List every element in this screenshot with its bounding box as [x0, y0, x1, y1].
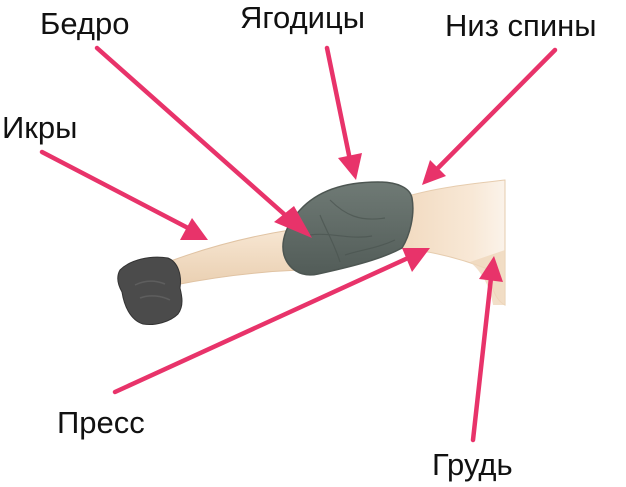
shoe-detail	[134, 280, 171, 301]
arrowhead-abs	[402, 248, 430, 272]
arrows	[39, 45, 558, 443]
label-thigh: Бедро	[40, 6, 130, 41]
shoe	[117, 256, 183, 325]
arrow-lower-back	[435, 47, 558, 171]
arrow-thigh	[94, 45, 296, 225]
label-abs: Пресс	[57, 405, 145, 440]
arrowhead-chest	[479, 256, 503, 282]
shorts-fold	[309, 199, 396, 263]
arrowhead-lower-back	[422, 160, 446, 185]
label-lower-back: Низ спины	[445, 8, 597, 43]
arrowhead-thigh	[274, 206, 312, 238]
arrow-calves	[39, 149, 191, 231]
label-calves: Икры	[2, 110, 78, 145]
arrow-chest	[470, 275, 494, 443]
arrow-glutes	[324, 45, 353, 163]
arrowhead-calves	[180, 218, 208, 240]
arrow-abs	[112, 255, 411, 395]
label-glutes: Ягодицы	[240, 0, 366, 35]
arrowhead-glutes	[338, 153, 362, 180]
label-chest: Грудь	[432, 447, 513, 482]
